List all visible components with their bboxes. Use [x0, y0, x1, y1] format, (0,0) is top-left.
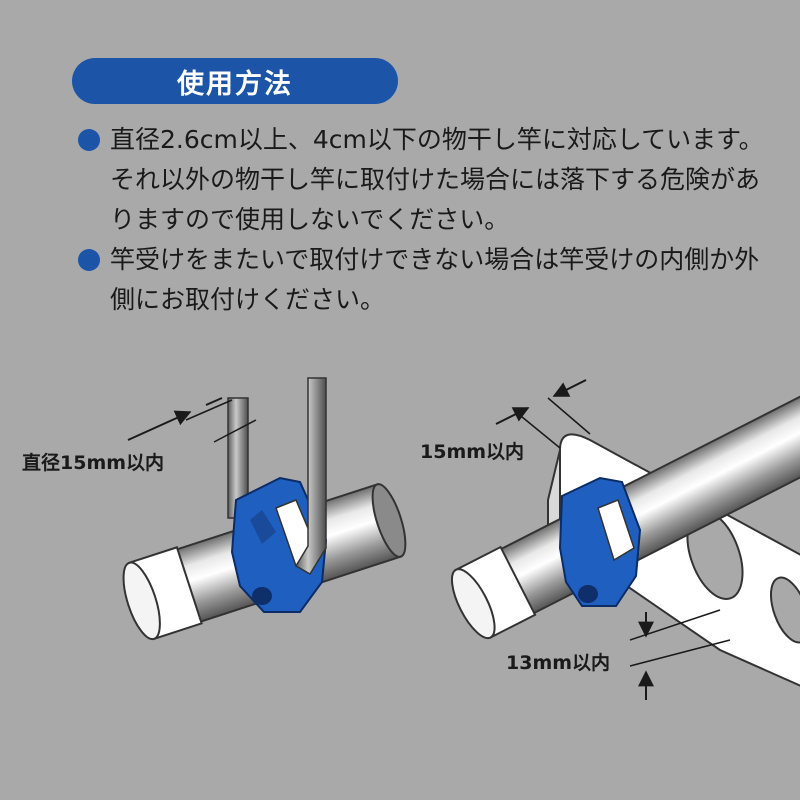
section-title-banner: 使用方法 — [72, 58, 398, 104]
bullet-icon — [78, 249, 100, 271]
dimension-line — [185, 399, 233, 421]
dimension-line — [213, 419, 257, 443]
left-hook-illustration: 直径15mm以内 — [22, 377, 407, 641]
hanger-rod-front — [294, 377, 327, 576]
left-diameter-label: 直径15mm以内 — [22, 451, 164, 474]
dimension-line — [205, 397, 223, 406]
right-thickness-label: 13mm以内 — [506, 651, 610, 674]
right-hook-illustration: 15mm以内 13mm以内 — [420, 365, 800, 700]
usage-note-2-text: 竿受けをまたいで取付けできない場合は竿受けの内側か外側にお取付けください。 — [110, 245, 760, 314]
usage-note-1: 直径2.6cm以上、4cm以下の物干し竿に対応しています。それ以外の物干し竿に取… — [76, 120, 766, 240]
dimension-arrow — [552, 379, 587, 397]
usage-note-1-text: 直径2.6cm以上、4cm以下の物干し竿に対応しています。それ以外の物干し竿に取… — [110, 125, 764, 234]
section-title: 使用方法 — [177, 68, 293, 100]
usage-notes: 直径2.6cm以上、4cm以下の物干し竿に対応しています。それ以外の物干し竿に取… — [76, 120, 766, 320]
bullet-icon — [78, 129, 100, 151]
right-width-label: 15mm以内 — [420, 440, 524, 463]
usage-note-2: 竿受けをまたいで取付けできない場合は竿受けの内側か外側にお取付けください。 — [76, 240, 766, 320]
dimension-line — [629, 639, 731, 667]
dimension-arrow — [495, 407, 530, 425]
dimension-arrow — [127, 410, 192, 441]
dimension-line — [547, 397, 591, 435]
right-blue-clip — [558, 476, 642, 607]
